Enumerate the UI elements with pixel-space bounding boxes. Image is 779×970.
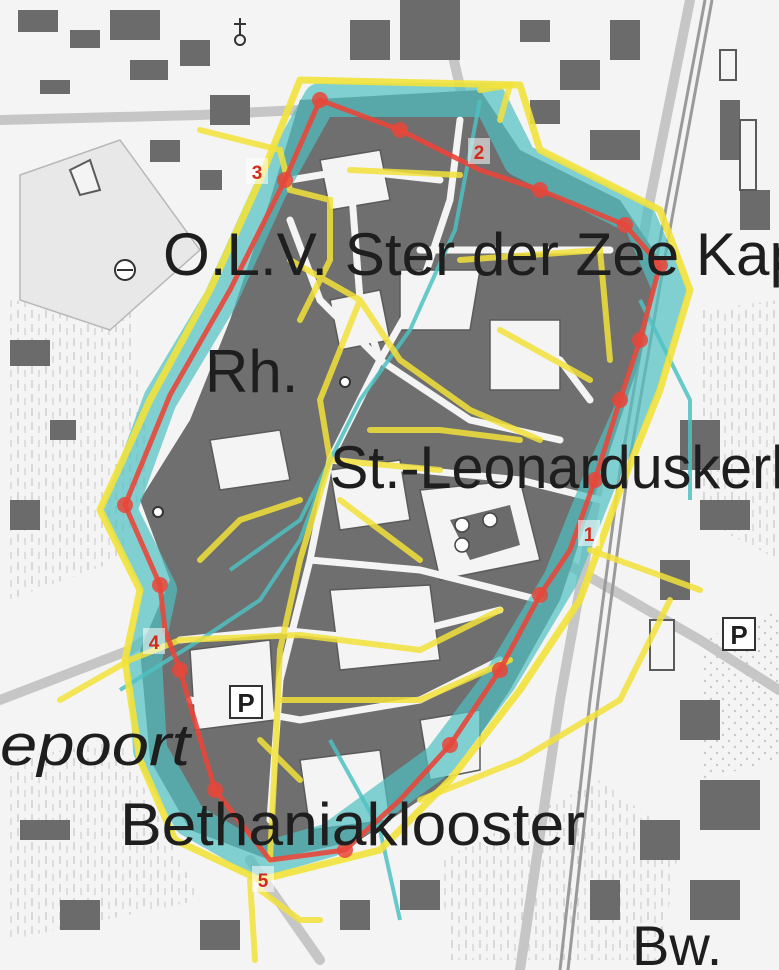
waypoint-1-label: 1 xyxy=(584,525,595,546)
waypoint-5-label: 5 xyxy=(258,871,269,892)
waypoint-1[interactable]: 1 xyxy=(578,520,600,546)
fountain-icon xyxy=(339,376,351,388)
red-route-markers xyxy=(117,92,668,858)
parking-sign-centre: P xyxy=(229,685,263,719)
waypoint-4[interactable]: 4 xyxy=(143,628,165,654)
waypoint-2[interactable]: 2 xyxy=(468,138,490,164)
city-wall-buffer xyxy=(103,83,687,877)
outer-buildings xyxy=(10,0,770,950)
church-building xyxy=(450,505,520,560)
label-olv-chapel: O.L.V. Ster der Zee Kap xyxy=(163,221,779,288)
label-bethaniaklooster: Bethaniaklooster xyxy=(120,791,585,858)
outer-walking-route xyxy=(96,76,694,884)
waypoint-2-label: 2 xyxy=(474,143,485,164)
label-bw: Bw. xyxy=(632,914,722,970)
label-poort: epoort xyxy=(0,713,193,778)
chapel-cross-icon xyxy=(234,18,246,46)
waypoint-3[interactable]: 3 xyxy=(246,158,268,184)
label-rh: Rh. xyxy=(205,338,298,405)
parking-sign-centre-label: P xyxy=(237,688,254,718)
hatched-area-southwest xyxy=(8,740,200,940)
waypoint-3-label: 3 xyxy=(252,163,263,184)
waypoint-5[interactable]: 5 xyxy=(252,866,274,892)
waypoint-4-label: 4 xyxy=(149,633,160,654)
open-field-northwest xyxy=(19,139,202,331)
water-tower-icon xyxy=(114,259,136,281)
label-st-leonarduskerk: St.-Leonarduskerk xyxy=(330,434,779,501)
monument-icon xyxy=(152,506,164,518)
parking-sign-east: P xyxy=(722,617,756,651)
hatched-area-east xyxy=(700,300,779,560)
parking-sign-east-label: P xyxy=(730,620,747,650)
